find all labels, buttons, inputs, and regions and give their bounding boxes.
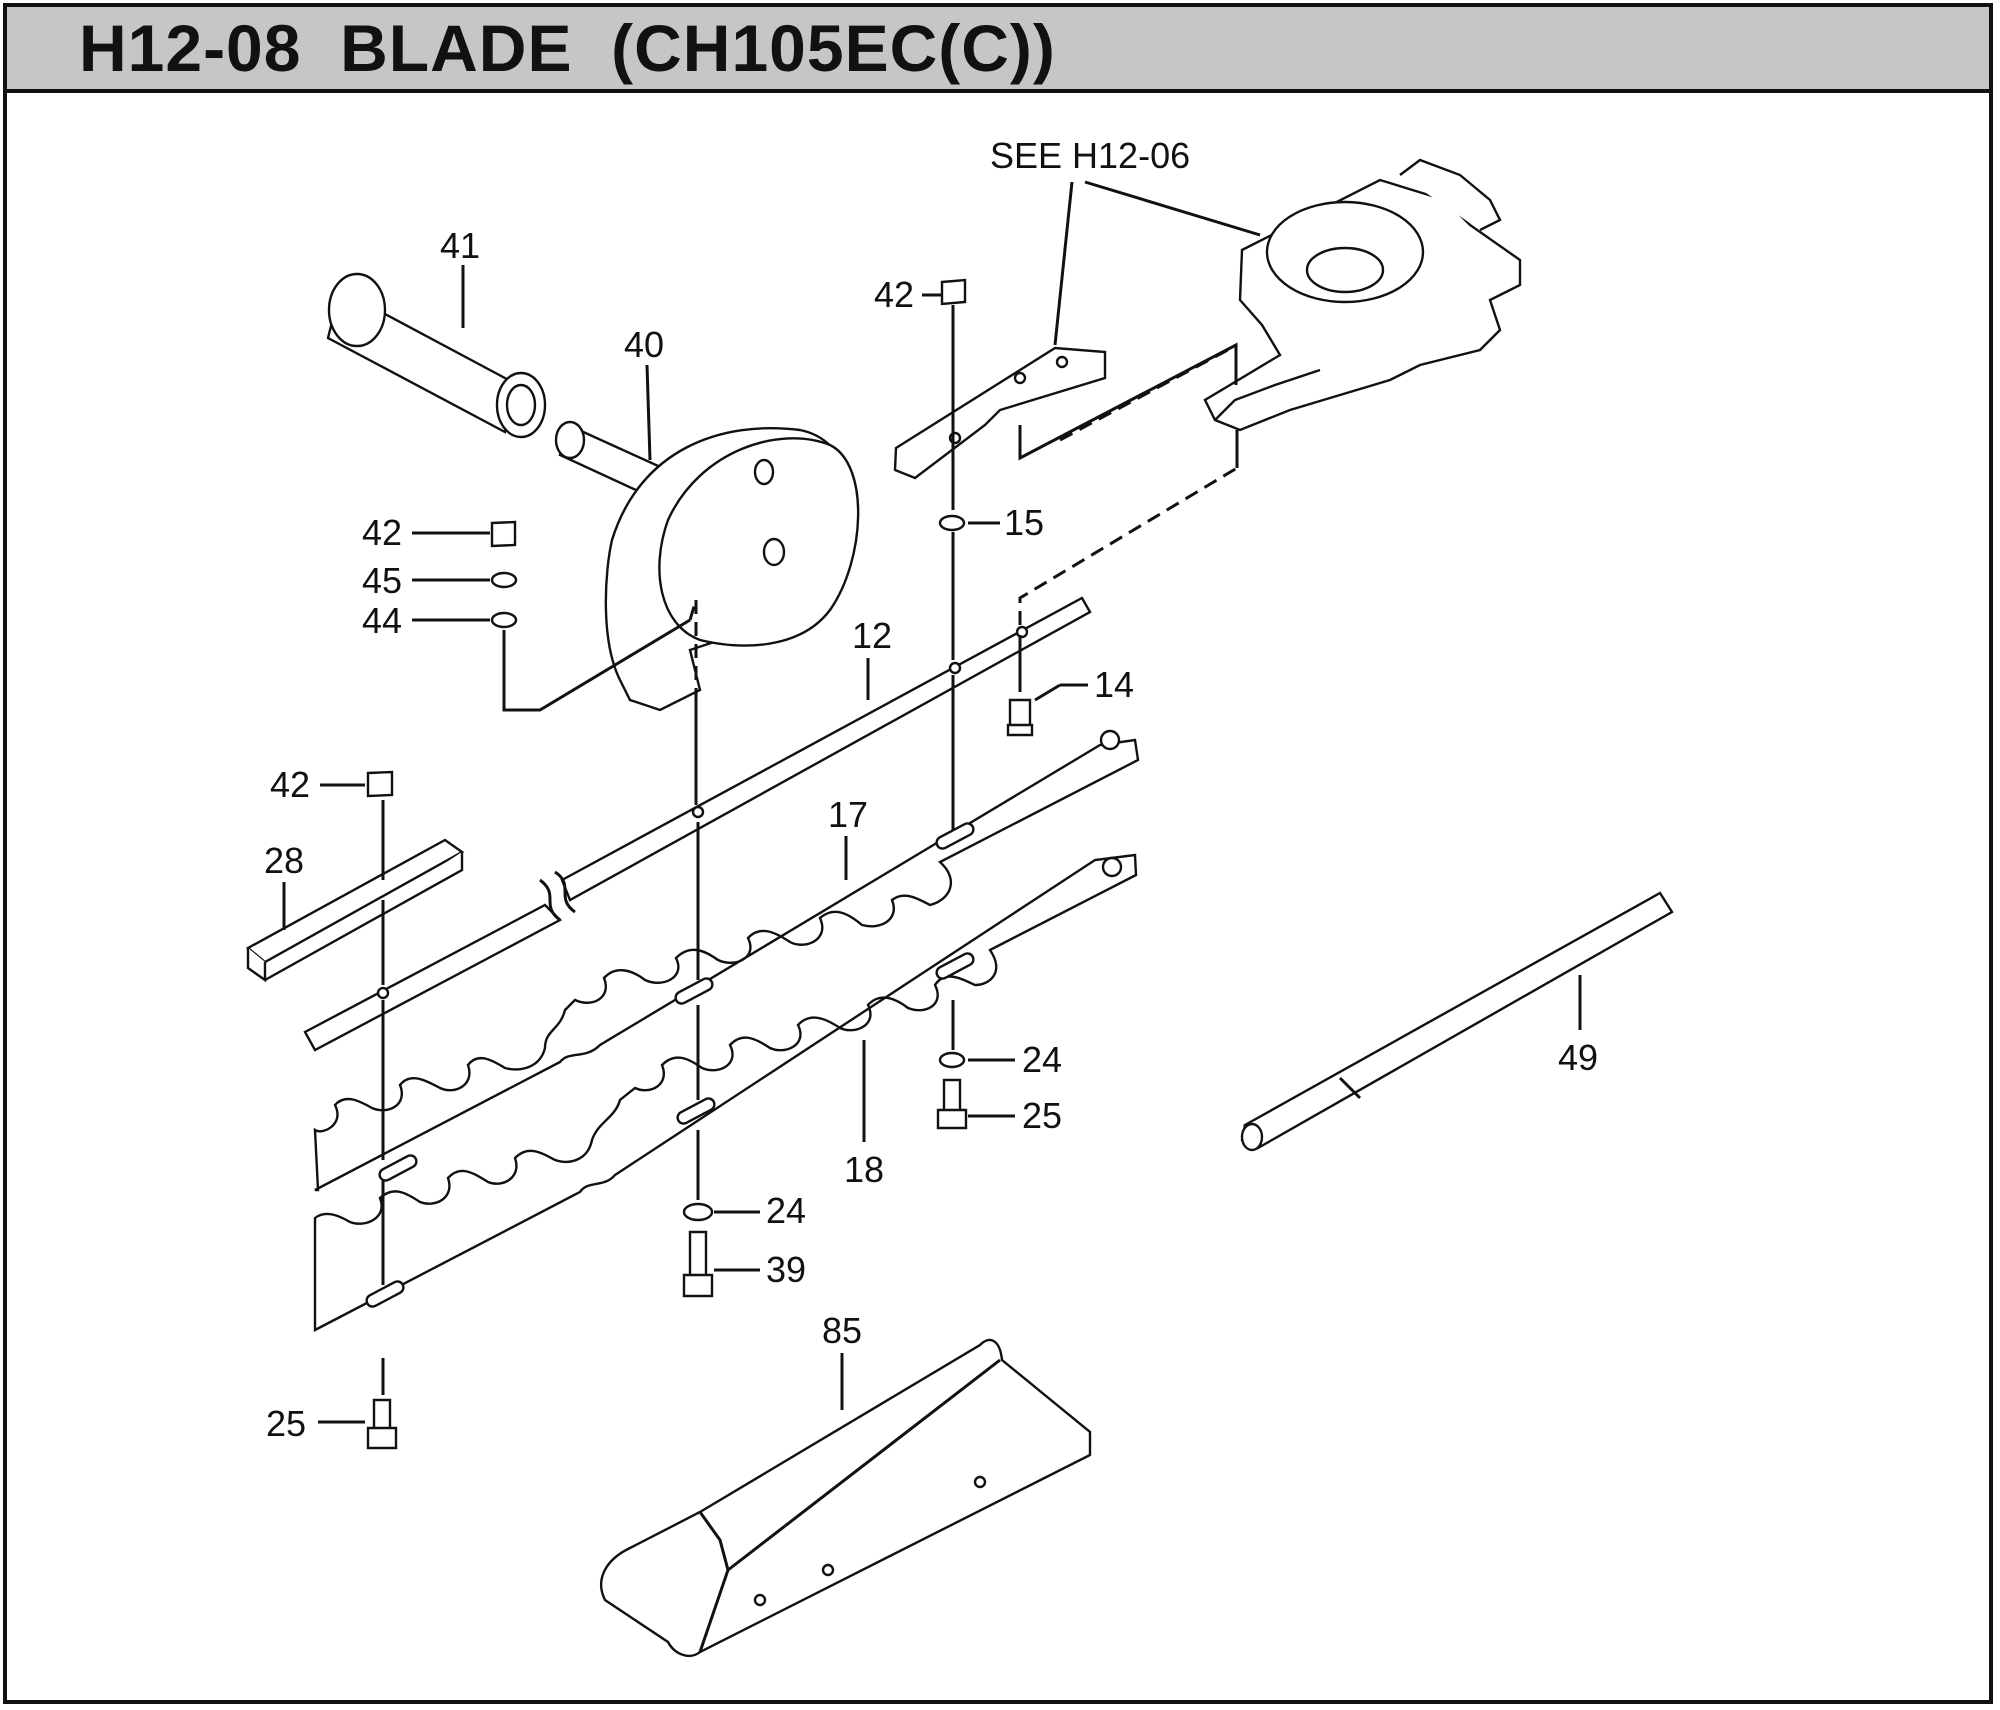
callout-14: 14 <box>1094 664 1134 705</box>
see-reference-label: SEE H12-06 <box>990 135 1190 176</box>
callout-28: 28 <box>264 840 304 881</box>
screw-14 <box>1006 698 1034 737</box>
bolt-39 <box>682 1230 714 1298</box>
assembly-lines <box>381 305 1239 1395</box>
callout-24-right: 24 <box>1022 1039 1062 1080</box>
callout-42-lower: 42 <box>270 764 310 805</box>
callout-40: 40 <box>624 324 664 365</box>
callout-44: 44 <box>362 600 402 641</box>
callout-12: 12 <box>852 615 892 656</box>
part-17-upper-blade <box>313 729 1140 1192</box>
nut-42-top <box>940 278 967 306</box>
callout-17: 17 <box>828 794 868 835</box>
callout-45: 45 <box>362 560 402 601</box>
callout-25-bottom: 25 <box>266 1403 306 1444</box>
fasteners <box>366 278 1034 1450</box>
callout-42-top: 42 <box>874 274 914 315</box>
washer-44 <box>490 611 518 629</box>
callout-42-left: 42 <box>362 512 402 553</box>
part-40-handle-bracket <box>554 420 860 712</box>
title-bar: H12-08 BLADE (CH105EC(C)) <box>7 7 1989 93</box>
callout-85: 85 <box>822 1310 862 1351</box>
callout-39: 39 <box>766 1249 806 1290</box>
nut-42-left <box>490 520 517 548</box>
lockwasher-45 <box>490 571 518 589</box>
bolt-25-bottom <box>366 1398 398 1450</box>
callout-41: 41 <box>440 225 480 266</box>
callout-25-right: 25 <box>1022 1095 1062 1136</box>
part-18-lower-blade <box>313 853 1138 1332</box>
part-85-guard <box>600 1338 1092 1657</box>
callout-24-center: 24 <box>766 1190 806 1231</box>
callout-18: 18 <box>844 1149 884 1190</box>
washer-15 <box>938 514 966 532</box>
nut-42-lower <box>366 770 394 798</box>
callout-49: 49 <box>1558 1037 1598 1078</box>
bolt-25-right <box>936 1078 968 1130</box>
part-49-cover <box>1240 891 1674 1152</box>
callout-15: 15 <box>1004 502 1044 543</box>
page-title: H12-08 BLADE (CH105EC(C)) <box>79 11 1056 85</box>
part-41-grip <box>326 272 547 439</box>
washer-24-center <box>682 1202 714 1222</box>
gearbox-housing <box>1203 158 1522 432</box>
part-28-clip <box>245 838 465 983</box>
washer-24-right <box>938 1051 966 1069</box>
see-reference: SEE H12-06 <box>990 135 1261 346</box>
blade-mount-plate <box>893 346 1107 480</box>
callouts: 41 40 42 42 45 44 15 12 14 42 28 17 24 2… <box>264 225 1598 1444</box>
part-12-back-bar <box>303 596 1092 1052</box>
